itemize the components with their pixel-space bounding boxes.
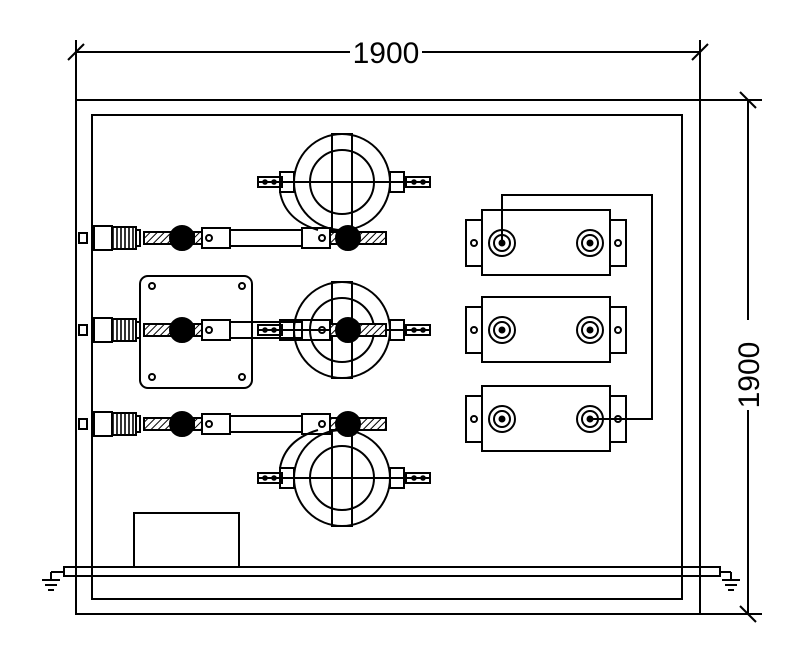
terminal-row-3 — [78, 411, 387, 437]
terminal-row-1 — [78, 225, 387, 251]
ground-bar — [63, 566, 721, 577]
meter-1 — [465, 209, 627, 276]
meter-2 — [465, 296, 627, 363]
nameplate-box — [133, 512, 240, 568]
height-dimension-label: 1900 — [733, 342, 766, 409]
cabinet-outer-frame — [75, 99, 701, 615]
current-transformer-top — [257, 133, 431, 231]
terminal-row-2 — [78, 317, 387, 343]
ground-symbol-right — [720, 571, 740, 591]
cabinet-inner-panel — [91, 114, 683, 600]
ground-symbol-left — [42, 571, 64, 591]
meter-link-wire — [501, 194, 653, 420]
width-dimension-label: 1900 — [353, 37, 420, 70]
current-transformer-bottom — [257, 429, 431, 527]
